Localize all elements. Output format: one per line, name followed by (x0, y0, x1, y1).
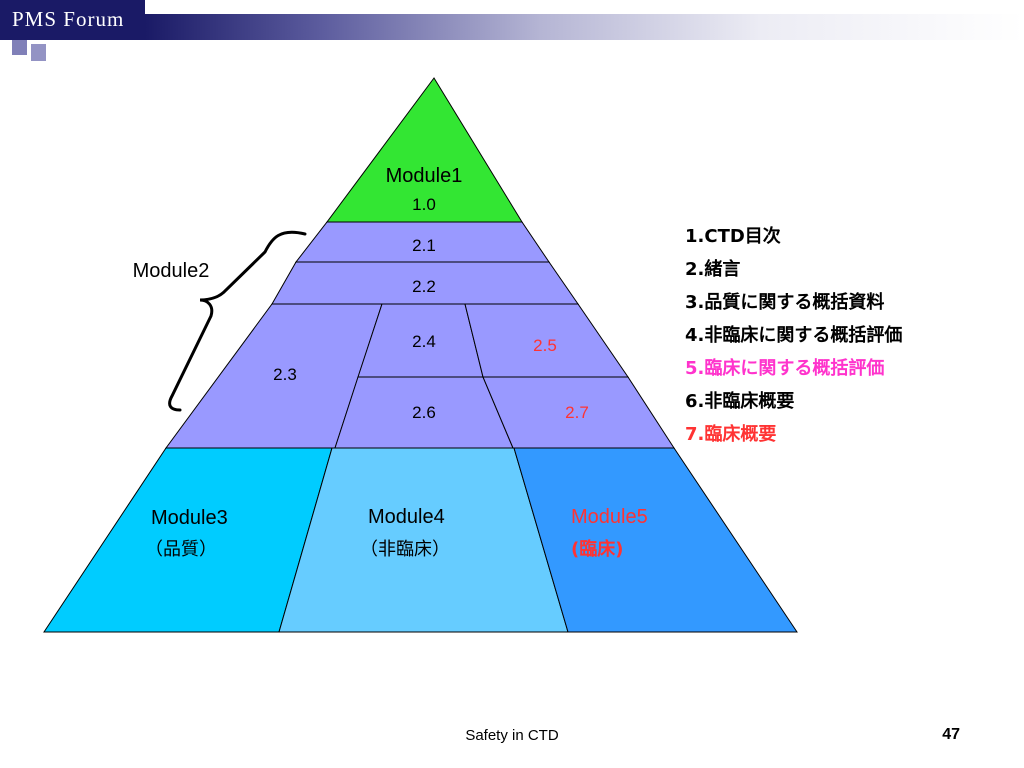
legend-item-2: 2.緒言 (685, 259, 741, 280)
section-2-2-label: 2.2 (412, 277, 436, 296)
module4-subtitle: （非臨床） (360, 539, 450, 560)
header-gradient-bar (145, 14, 1024, 40)
logo-text: PMS Forum (12, 7, 125, 31)
module5-block (513, 447, 798, 633)
legend-item-4: 4.非臨床に関する概括評価 (685, 325, 903, 346)
module2-brace (168, 230, 307, 412)
ctd-section-legend: 1.CTD目次 2.緒言 3.品質に関する概括資料 4.非臨床に関する概括評価 … (685, 220, 902, 451)
module4-title: Module4 (368, 506, 445, 528)
legend-item-1: 1.CTD目次 (685, 226, 781, 247)
section-2-3-label: 2.3 (273, 365, 297, 384)
module5-title: Module5 (571, 506, 648, 528)
legend-item-7: 7.臨床概要 (685, 424, 777, 445)
section-2-6-label: 2.6 (412, 403, 436, 422)
section-2-4-label: 2.4 (412, 332, 436, 351)
pms-forum-logo: PMS Forum (0, 0, 145, 40)
section-2-7-label: 2.7 (565, 403, 589, 422)
section-2-1-label: 2.1 (412, 236, 436, 255)
legend-item-3: 3.品質に関する概括資料 (685, 292, 885, 313)
module2-label: Module2 (133, 260, 210, 282)
legend-item-6: 6.非臨床概要 (685, 391, 795, 412)
module5-subtitle: (臨床) (571, 538, 623, 560)
module1-title: Module1 (386, 165, 463, 187)
module3-title: Module3 (151, 507, 228, 529)
page-number: 47 (942, 726, 960, 743)
decorative-square (31, 44, 46, 61)
module1-section-label: 1.0 (412, 195, 436, 214)
module3-subtitle: （品質） (145, 539, 217, 560)
decorative-square (12, 40, 27, 55)
footer-title: Safety in CTD (465, 727, 559, 744)
section-2-5-label: 2.5 (533, 336, 557, 355)
legend-item-5: 5.臨床に関する概括評価 (685, 358, 885, 379)
